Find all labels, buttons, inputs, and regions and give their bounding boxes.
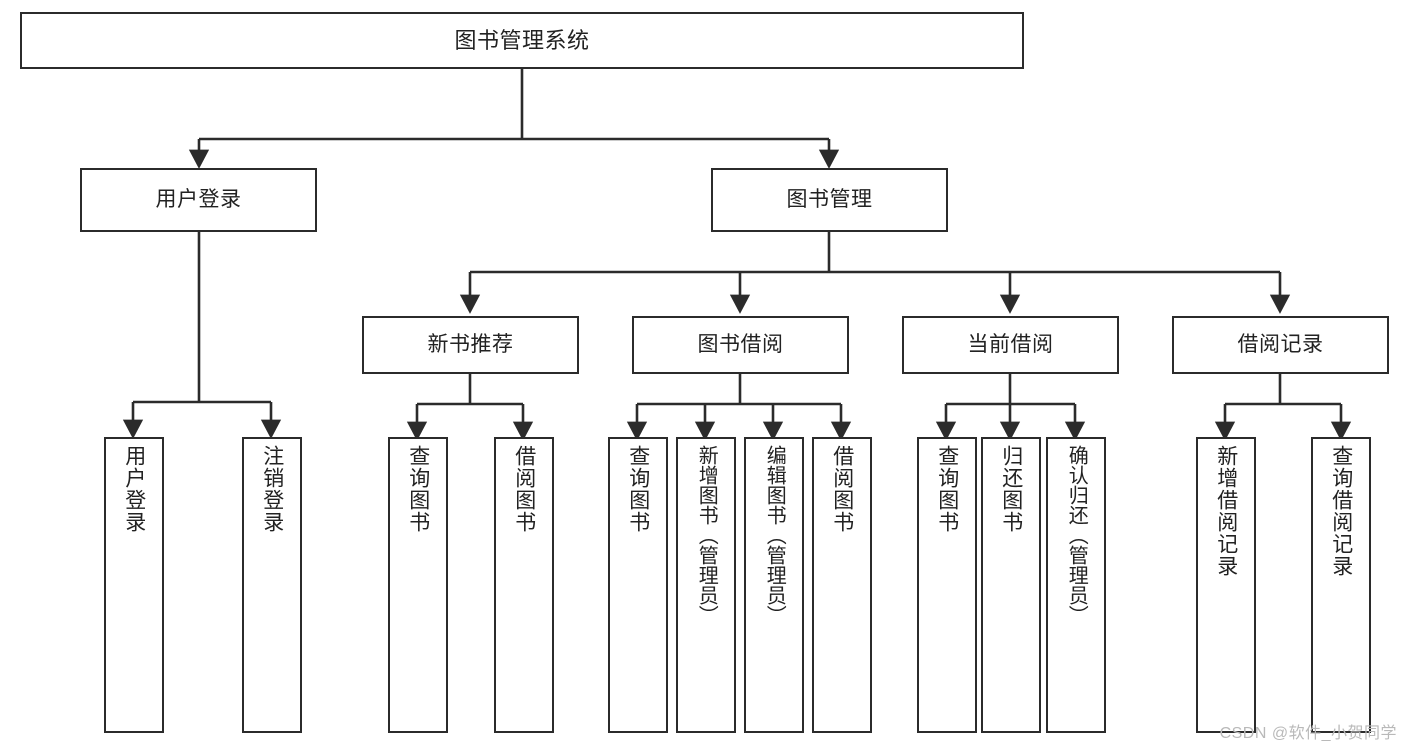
- node-borrow-record-label: 借阅记录: [1237, 332, 1324, 356]
- node-user-login-label: 用户登录: [155, 187, 242, 211]
- node-leaf-query-borrow-record-label: 查询借阅记录: [1329, 445, 1353, 577]
- node-book-management-label: 图书管理: [786, 187, 873, 211]
- node-leaf-user-logout-label: 注销登录: [260, 445, 284, 533]
- node-leaf-return-book-label: 归还图书: [999, 445, 1023, 533]
- node-leaf-query-books-3[interactable]: 查询图书: [917, 437, 977, 733]
- node-leaf-borrow-books-2-label: 借阅图书: [830, 445, 854, 533]
- node-leaf-user-login[interactable]: 用户登录: [104, 437, 164, 733]
- node-borrow-record[interactable]: 借阅记录: [1172, 316, 1389, 374]
- node-leaf-borrow-books-1-label: 借阅图书: [512, 445, 536, 533]
- node-leaf-add-book-admin[interactable]: 新增图书（管理员）: [676, 437, 736, 733]
- node-current-borrow-label: 当前借阅: [967, 332, 1054, 356]
- node-leaf-query-books-1-label: 查询图书: [406, 445, 430, 533]
- node-leaf-edit-book-admin-label: 编辑图书（管理员）: [763, 445, 786, 625]
- node-leaf-query-books-3-label: 查询图书: [935, 445, 959, 533]
- node-current-borrow[interactable]: 当前借阅: [902, 316, 1119, 374]
- node-book-borrow[interactable]: 图书借阅: [632, 316, 849, 374]
- node-leaf-edit-book-admin[interactable]: 编辑图书（管理员）: [744, 437, 804, 733]
- node-leaf-borrow-books-2[interactable]: 借阅图书: [812, 437, 872, 733]
- node-leaf-confirm-return-admin[interactable]: 确认归还（管理员）: [1046, 437, 1106, 733]
- node-leaf-user-logout[interactable]: 注销登录: [242, 437, 302, 733]
- node-leaf-add-borrow-record[interactable]: 新增借阅记录: [1196, 437, 1256, 733]
- node-leaf-return-book[interactable]: 归还图书: [981, 437, 1041, 733]
- node-book-management[interactable]: 图书管理: [711, 168, 948, 232]
- node-leaf-query-books-1[interactable]: 查询图书: [388, 437, 448, 733]
- node-new-book-recommend[interactable]: 新书推荐: [362, 316, 579, 374]
- node-leaf-user-login-label: 用户登录: [122, 445, 146, 533]
- node-leaf-confirm-return-admin-label: 确认归还（管理员）: [1065, 445, 1088, 625]
- node-new-book-recommend-label: 新书推荐: [427, 332, 514, 356]
- node-book-borrow-label: 图书借阅: [697, 332, 784, 356]
- node-leaf-query-borrow-record[interactable]: 查询借阅记录: [1311, 437, 1371, 733]
- node-root-system[interactable]: 图书管理系统: [20, 12, 1024, 69]
- node-user-login[interactable]: 用户登录: [80, 168, 317, 232]
- node-leaf-borrow-books-1[interactable]: 借阅图书: [494, 437, 554, 733]
- node-leaf-query-books-2[interactable]: 查询图书: [608, 437, 668, 733]
- node-root-system-label: 图书管理系统: [454, 27, 590, 53]
- node-leaf-add-borrow-record-label: 新增借阅记录: [1214, 445, 1238, 577]
- node-leaf-query-books-2-label: 查询图书: [626, 445, 650, 533]
- node-leaf-add-book-admin-label: 新增图书（管理员）: [695, 445, 718, 625]
